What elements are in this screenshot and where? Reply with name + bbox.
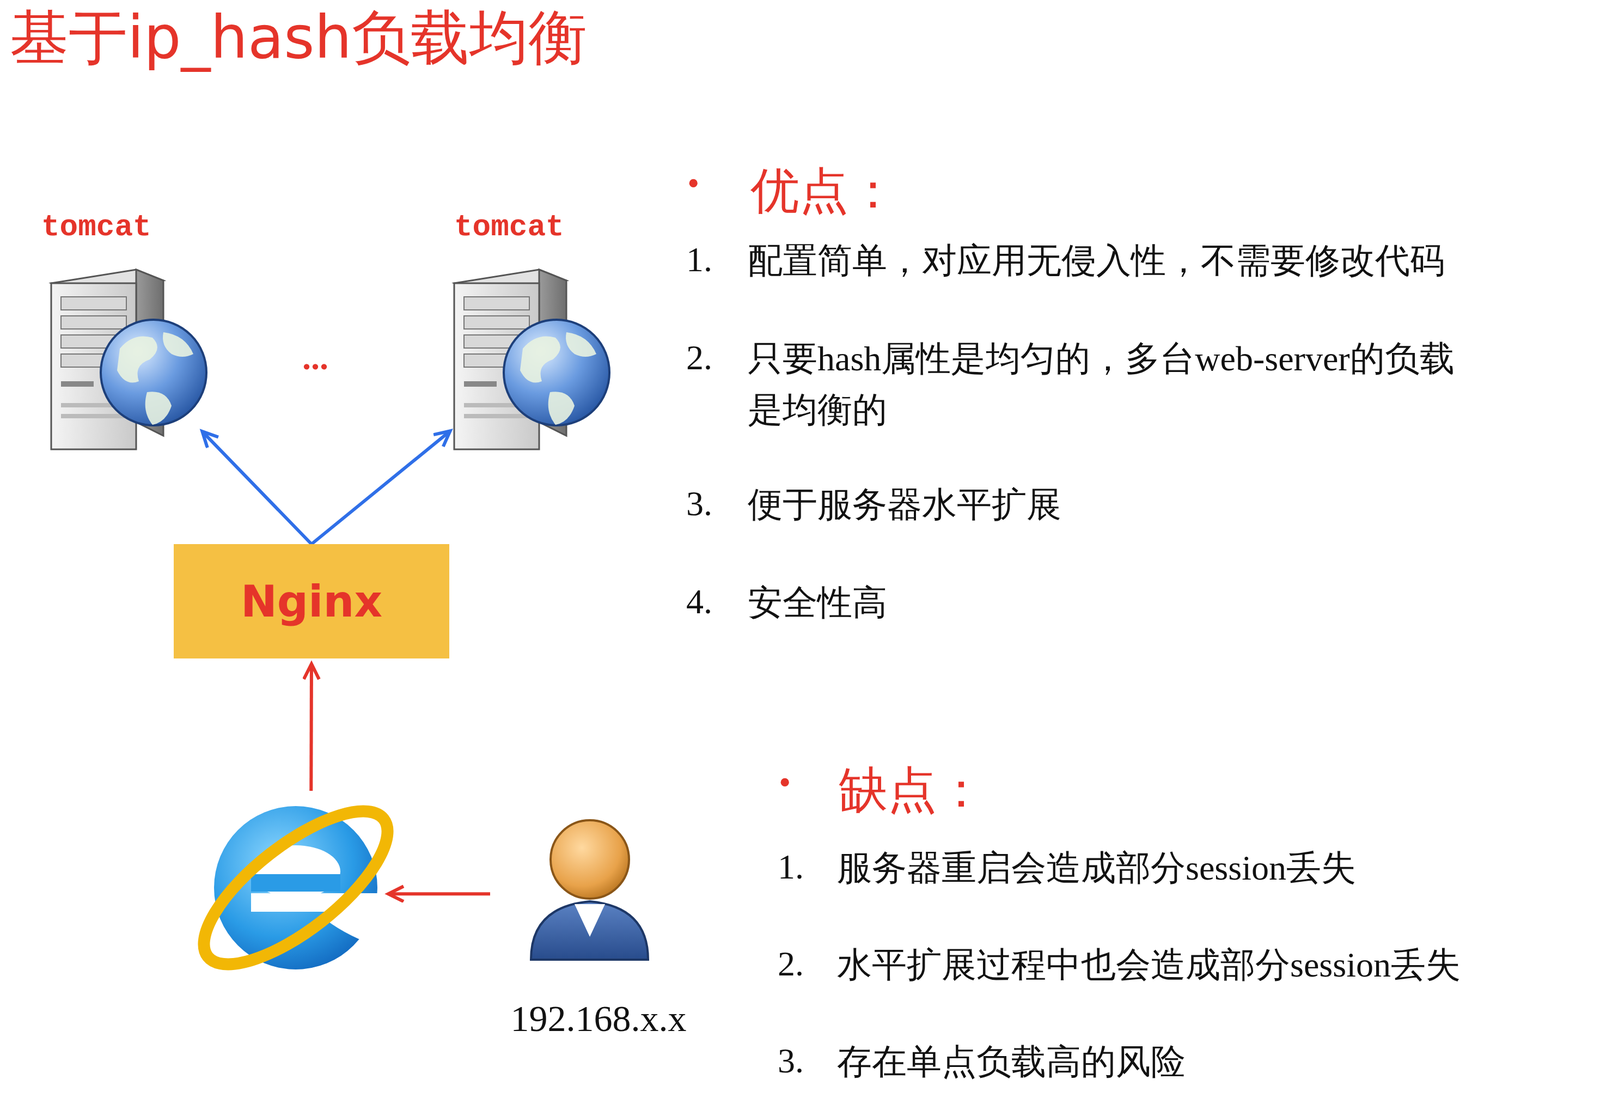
browser-icon bbox=[181, 785, 410, 990]
section-heading: 缺点： bbox=[838, 756, 986, 824]
server-node: tomcat bbox=[450, 209, 626, 428]
list-item: 存在单点负载高的风险 bbox=[837, 1036, 1589, 1088]
page-title: 基于ip_hash负载均衡 bbox=[9, 2, 588, 73]
list-item: 只要hash属性是均匀的，多台web-server的负载是均衡的 bbox=[747, 333, 1473, 436]
server-label: tomcat bbox=[41, 209, 152, 245]
arrow-connector bbox=[311, 431, 450, 545]
list-item: 安全性高 bbox=[747, 577, 1456, 629]
list-number: 2. bbox=[686, 337, 713, 378]
server-node: tomcat bbox=[38, 209, 213, 428]
server-label: tomcat bbox=[454, 209, 565, 245]
list-item: 水平扩展过程中也会造成部分session丢失 bbox=[837, 939, 1595, 991]
client-node: 192.168.x.x bbox=[490, 811, 707, 1041]
browser-node bbox=[188, 790, 383, 981]
proxy-box: Nginx bbox=[173, 544, 450, 659]
proxy-label: Nginx bbox=[240, 576, 383, 627]
list-item: 服务器重启会造成部分session丢失 bbox=[837, 842, 1589, 894]
list-item: 配置简单，对应用无侵入性，不需要修改代码 bbox=[747, 235, 1587, 287]
list-number: 4. bbox=[686, 581, 713, 622]
section-heading: 优点： bbox=[750, 157, 898, 225]
arrow-connector bbox=[203, 432, 312, 545]
list-item: 便于服务器水平扩展 bbox=[747, 479, 1456, 531]
list-number: 1. bbox=[777, 846, 804, 888]
list-number: 3. bbox=[777, 1040, 804, 1082]
ip-label: 192.168.x.x bbox=[490, 997, 707, 1041]
ellipsis: ... bbox=[302, 337, 329, 378]
list-number: 3. bbox=[686, 483, 713, 524]
bullet: • bbox=[778, 762, 791, 803]
list-number: 2. bbox=[777, 943, 804, 985]
bullet: • bbox=[687, 163, 700, 204]
list-number: 1. bbox=[686, 239, 713, 280]
user-icon bbox=[530, 820, 649, 960]
arrow-connector bbox=[309, 664, 314, 791]
arrow-connector bbox=[389, 892, 491, 896]
